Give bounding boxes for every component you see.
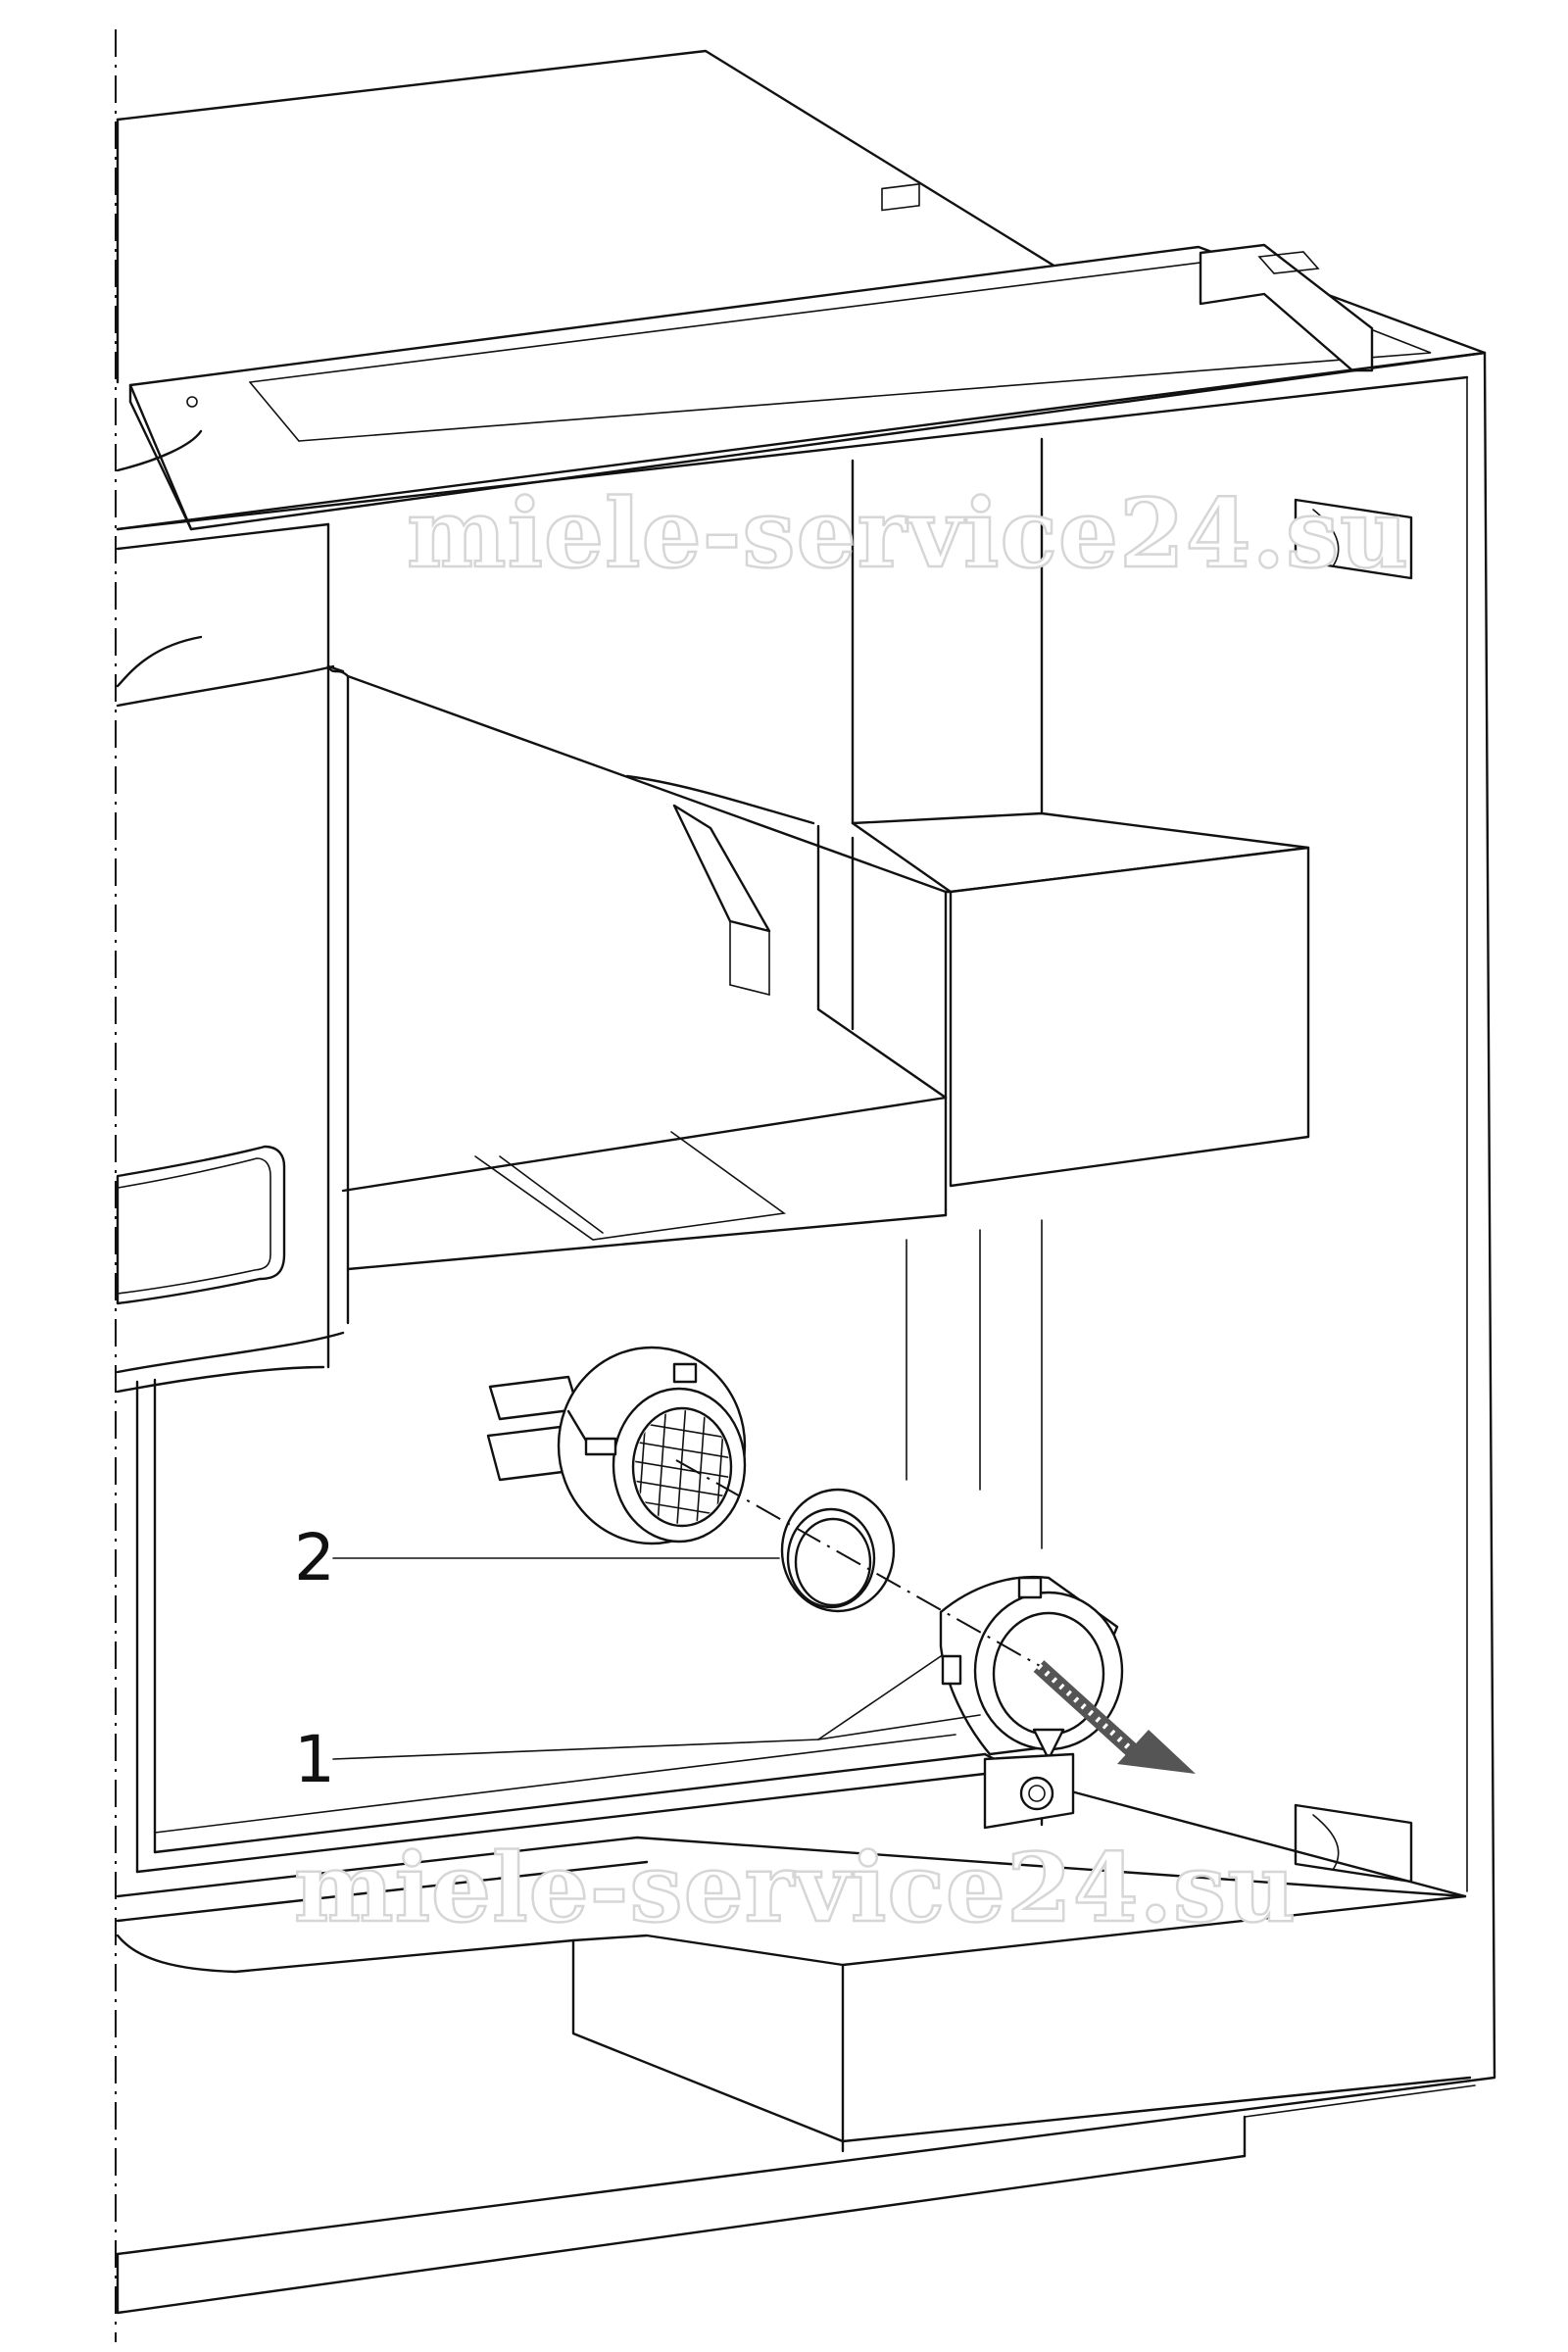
cabinet-frame (116, 351, 1496, 2315)
upper-duct (116, 635, 948, 1394)
lower-compartment (116, 1378, 1472, 2153)
callout-leaders (332, 1557, 981, 1760)
assembly-axis (675, 1459, 1050, 1672)
watermark-top: miele-service24.su (407, 478, 1409, 589)
right-block (851, 811, 1310, 1188)
watermark-bottom: miele-service24.su (294, 1833, 1297, 1943)
top-housing (116, 49, 1487, 531)
removal-arrow (1033, 1660, 1196, 1774)
mounting-sleeve (939, 1575, 1124, 1830)
filter-housing (486, 1346, 747, 1545)
callout-2: 2 (294, 1520, 335, 1595)
callout-1: 1 (294, 1722, 335, 1797)
sealing-ring (780, 1488, 896, 1613)
